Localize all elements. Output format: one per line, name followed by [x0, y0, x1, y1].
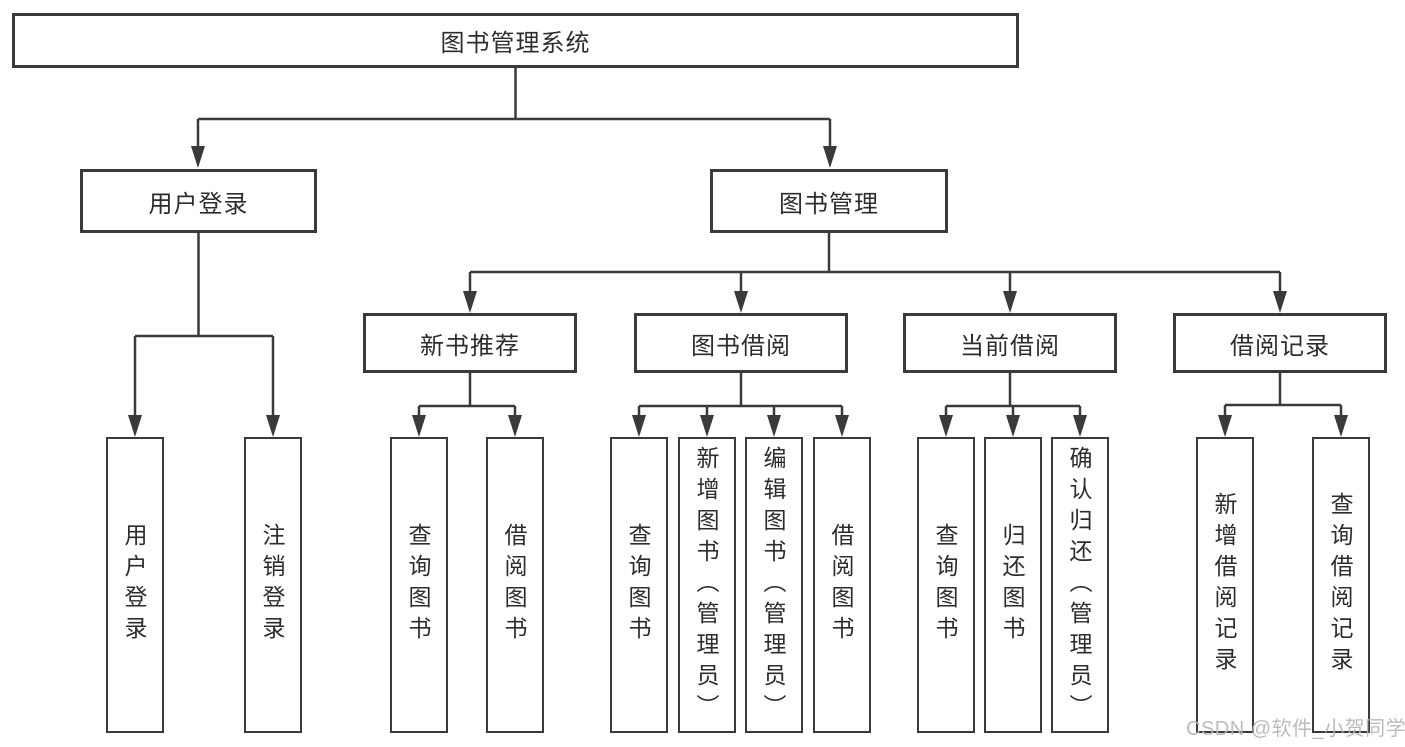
leaf-borrow-books-borrowing: 借阅图书 — [813, 437, 871, 733]
leaf-borrow-books-recommend: 借阅图书 — [486, 437, 544, 733]
leaf-add-borrow-record: 新增借阅记录 — [1196, 437, 1254, 733]
node-new-book-recommend: 新书推荐 — [363, 313, 577, 373]
node-root-system: 图书管理系统 — [12, 13, 1019, 68]
leaf-query-books-current: 查询图书 — [917, 437, 975, 733]
leaf-query-borrow-record: 查询借阅记录 — [1312, 437, 1370, 733]
node-user-login: 用户登录 — [80, 169, 317, 233]
leaf-edit-book-admin: 编辑图书（管理员） — [745, 437, 803, 733]
leaf-return-book: 归还图书 — [984, 437, 1042, 733]
leaf-logout: 注销登录 — [244, 437, 302, 733]
leaf-query-books-borrowing: 查询图书 — [610, 437, 668, 733]
leaf-user-login: 用户登录 — [106, 437, 164, 733]
leaf-confirm-return-admin: 确认归还（管理员） — [1051, 437, 1109, 733]
watermark: CSDN @软件_小贺同学 — [1186, 718, 1405, 740]
node-current-borrowing: 当前借阅 — [903, 313, 1117, 373]
node-book-borrowing: 图书借阅 — [634, 313, 848, 373]
node-borrowing-records: 借阅记录 — [1173, 313, 1387, 373]
node-book-management: 图书管理 — [710, 169, 948, 233]
leaf-add-book-admin: 新增图书（管理员） — [678, 437, 736, 733]
leaf-query-books-recommend: 查询图书 — [390, 437, 448, 733]
